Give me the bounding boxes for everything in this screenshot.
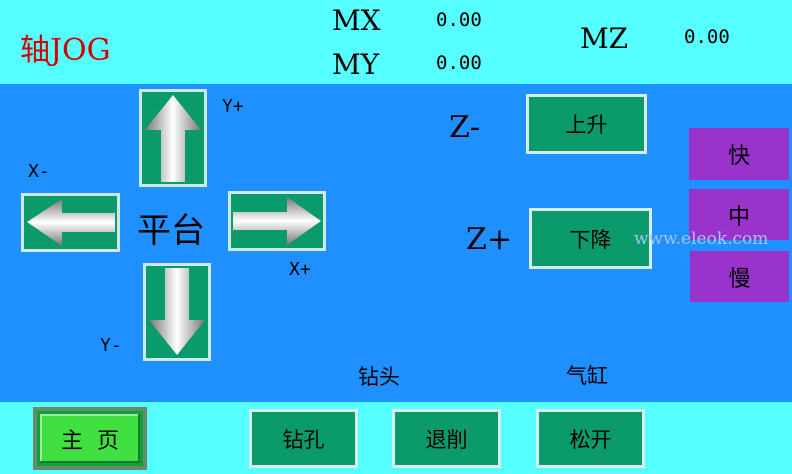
- y-minus-button[interactable]: [143, 263, 211, 361]
- speed-slow-button[interactable]: 慢: [690, 251, 789, 302]
- x-minus-button[interactable]: [21, 193, 120, 252]
- mx-value: 0.00: [436, 9, 482, 31]
- my-label: MY: [332, 48, 380, 81]
- z-minus-label: Z-: [449, 110, 480, 145]
- home-button-label: 主页: [60, 428, 133, 454]
- arrow-left-icon: [27, 199, 115, 246]
- mx-label: MX: [332, 4, 381, 37]
- arrow-right-icon: [233, 197, 321, 245]
- header-bar: [0, 0, 792, 84]
- cylinder-label: 气缸: [566, 364, 608, 388]
- speed-fast-button[interactable]: 快: [689, 128, 789, 180]
- drill-button[interactable]: 钻孔: [249, 409, 358, 468]
- my-value: 0.00: [436, 52, 482, 74]
- x-minus-label: X-: [28, 161, 50, 182]
- arrow-down-icon: [149, 268, 205, 355]
- y-minus-label: Y-: [100, 335, 122, 356]
- watermark-text: www.eleok.com: [634, 229, 769, 249]
- release-button[interactable]: 松开: [536, 409, 645, 468]
- platform-label: 平台: [137, 211, 205, 251]
- z-up-button[interactable]: 上升: [526, 94, 647, 154]
- z-down-button[interactable]: 下降: [529, 208, 652, 269]
- y-plus-button[interactable]: [139, 89, 207, 187]
- jog-panel: [0, 84, 792, 402]
- arrow-up-icon: [145, 95, 201, 182]
- x-plus-label: X+: [289, 259, 311, 280]
- retract-button[interactable]: 退削: [392, 409, 501, 468]
- mz-value: 0.00: [684, 26, 730, 48]
- drill-head-label: 钻头: [358, 365, 400, 389]
- y-plus-label: Y+: [222, 96, 244, 117]
- x-plus-button[interactable]: [228, 191, 326, 251]
- home-button[interactable]: 主页: [33, 407, 147, 470]
- z-plus-label: Z+: [466, 222, 512, 257]
- page-title: 轴JOG: [20, 33, 111, 68]
- mz-label: MZ: [580, 22, 629, 55]
- speed-medium-button[interactable]: 中: [689, 189, 789, 240]
